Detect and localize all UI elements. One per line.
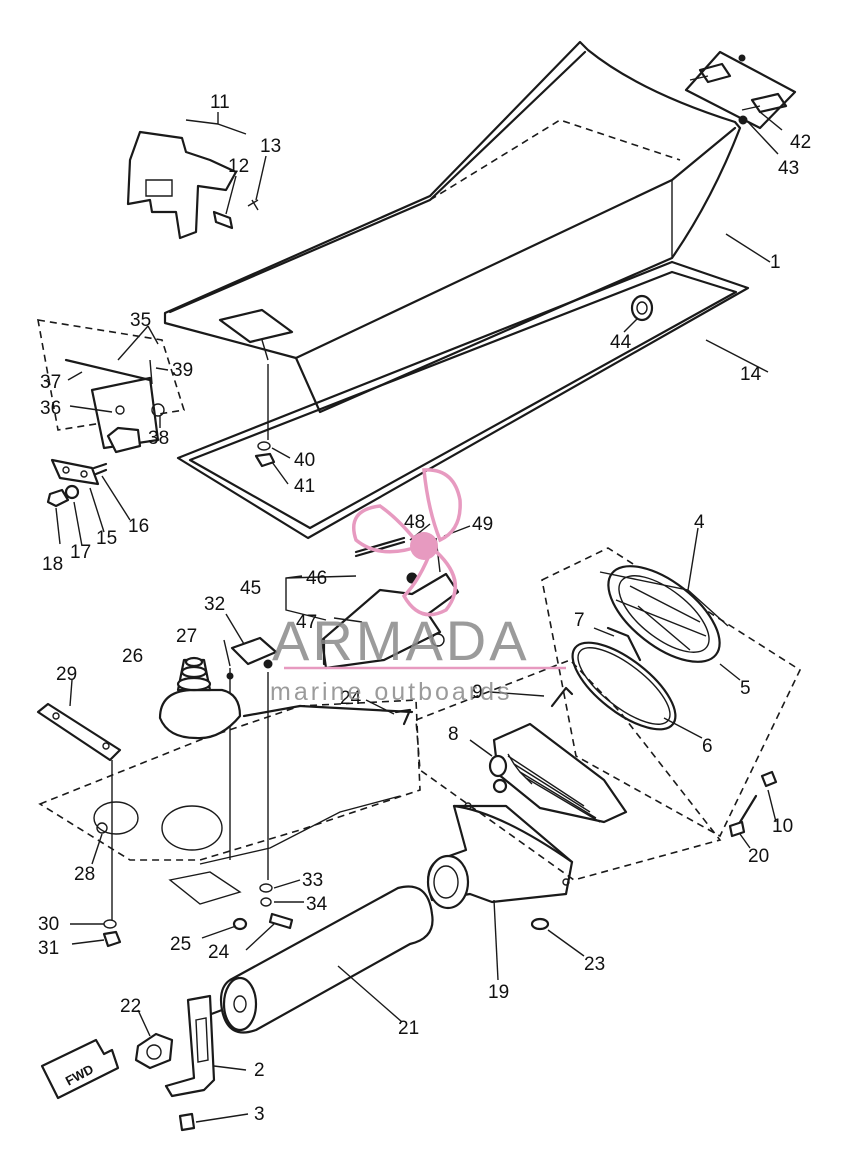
callout-13: 13 bbox=[260, 136, 281, 157]
lower-bracket-2 bbox=[134, 994, 216, 1132]
bracket-assembly-35 bbox=[37, 319, 186, 454]
callout-17: 17 bbox=[70, 542, 91, 563]
callout-10: 10 bbox=[772, 816, 793, 837]
cover-housing bbox=[163, 40, 742, 414]
callout-8: 8 bbox=[448, 724, 459, 745]
callout-16: 16 bbox=[128, 516, 149, 537]
callout-25: 25 bbox=[170, 934, 191, 955]
callout-42: 42 bbox=[790, 132, 811, 153]
muffler-21 bbox=[204, 885, 434, 1034]
callout-31: 31 bbox=[38, 938, 59, 959]
callout-49: 49 bbox=[472, 514, 493, 535]
callout-37: 37 bbox=[40, 372, 61, 393]
callout-27: 27 bbox=[176, 626, 197, 647]
callout-18: 18 bbox=[42, 554, 63, 575]
callout-23: 23 bbox=[584, 954, 605, 975]
callout-2: 2 bbox=[254, 1060, 265, 1081]
callout-29: 29 bbox=[56, 664, 77, 685]
cap-assembly-4 bbox=[541, 547, 802, 838]
callout-36: 36 bbox=[40, 398, 61, 419]
callout-28: 28 bbox=[74, 864, 95, 885]
callout-14: 14 bbox=[740, 364, 762, 385]
callout-43: 43 bbox=[778, 158, 799, 179]
callout-3: 3 bbox=[254, 1104, 265, 1125]
leader-lines bbox=[55, 111, 783, 1123]
callout-5: 5 bbox=[740, 678, 751, 699]
callout-22: 22 bbox=[120, 996, 141, 1017]
callout-7: 7 bbox=[574, 610, 585, 631]
callout-6: 6 bbox=[702, 736, 713, 757]
washer-nut-30-31 bbox=[102, 919, 122, 948]
small-hardware-10-20-23 bbox=[530, 770, 778, 931]
watermark: ARMADA marine outboards bbox=[270, 468, 566, 706]
propeller-logo bbox=[352, 468, 462, 617]
callout-24b: 24 bbox=[208, 942, 230, 963]
watermark-brand: ARMADA bbox=[272, 609, 530, 672]
callout-19: 19 bbox=[488, 982, 509, 1003]
strap-29 bbox=[36, 702, 122, 920]
callout-35: 35 bbox=[130, 310, 151, 331]
callout-4: 4 bbox=[694, 512, 705, 533]
gasket-frame bbox=[176, 260, 750, 540]
callout-26: 26 bbox=[122, 646, 143, 667]
fwd-arrow: FWD bbox=[40, 1038, 120, 1100]
callout-45: 45 bbox=[240, 578, 261, 599]
callout-21: 21 bbox=[398, 1018, 419, 1039]
callout-41: 41 bbox=[294, 476, 315, 497]
callout-20: 20 bbox=[748, 846, 769, 867]
callout-38: 38 bbox=[148, 428, 169, 449]
washer-33-34 bbox=[259, 883, 273, 907]
callout-47: 47 bbox=[296, 612, 317, 633]
callout-33: 33 bbox=[302, 870, 323, 891]
callout-30: 30 bbox=[38, 914, 59, 935]
grommet-44 bbox=[630, 294, 654, 322]
base-plate bbox=[38, 699, 421, 905]
hinge-hardware bbox=[46, 458, 108, 508]
stud-bracket bbox=[684, 50, 797, 130]
callout-46: 46 bbox=[306, 568, 327, 589]
flange-assembly bbox=[415, 659, 722, 881]
callout-12: 12 bbox=[228, 156, 249, 177]
callout-34: 34 bbox=[306, 894, 328, 915]
callout-24a: 24 bbox=[340, 688, 362, 709]
callout-39: 39 bbox=[172, 360, 193, 381]
elbow-pipe-19 bbox=[426, 802, 574, 910]
callout-1: 1 bbox=[770, 252, 781, 273]
clamp-32 bbox=[230, 636, 278, 880]
callout-32: 32 bbox=[204, 594, 225, 615]
cover-plate-11 bbox=[126, 130, 259, 240]
watermark-tagline: marine outboards bbox=[270, 678, 513, 706]
callout-40: 40 bbox=[294, 450, 315, 471]
callout-labels: 1 2 3 4 5 6 7 8 9 10 11 12 13 14 15 16 1… bbox=[38, 92, 811, 1125]
callout-9: 9 bbox=[472, 682, 483, 703]
fastener-40-41 bbox=[254, 364, 276, 468]
rubber-boot-26 bbox=[158, 656, 242, 740]
callout-11: 11 bbox=[210, 92, 230, 113]
bolt-24-25 bbox=[232, 708, 412, 931]
callout-15: 15 bbox=[96, 528, 117, 549]
callout-44: 44 bbox=[610, 332, 632, 353]
callout-48: 48 bbox=[404, 512, 425, 533]
